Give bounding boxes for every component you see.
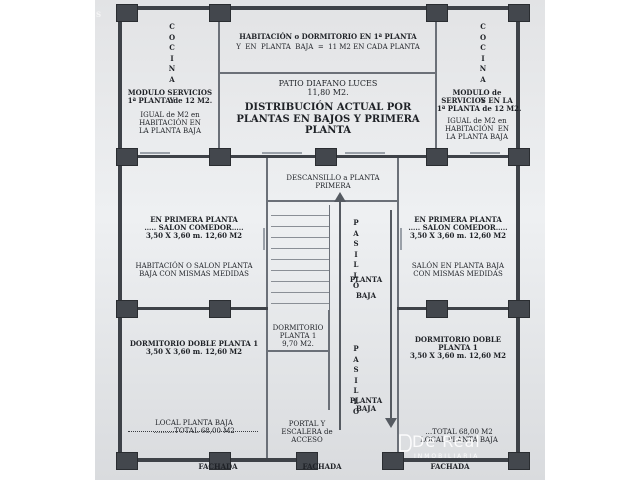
facade-label-center: FACHADA — [302, 462, 342, 471]
stair-step — [271, 270, 329, 271]
wall-bedroom-top — [220, 72, 435, 74]
pillar — [382, 452, 404, 470]
hallway-lower-vertical: P A S I L L O — [352, 344, 360, 416]
pillar — [116, 300, 138, 318]
pillar — [426, 300, 448, 318]
wall-kitchen-left — [218, 10, 220, 158]
outer-wall-bottom-left — [118, 458, 298, 462]
outer-wall-left — [118, 6, 122, 468]
window-mark — [345, 152, 385, 154]
stair-rail — [329, 205, 330, 310]
local-left-label: LOCAL PLANTA BAJA ………TOTAL 68,00 M2 — [153, 419, 235, 436]
wall-bedroom-center-bottom — [268, 350, 330, 352]
stair-step — [271, 248, 329, 249]
salon-left-label: EN PRIMERA PLANTA ….. SALON COMEDOR….. 3… — [144, 215, 244, 241]
pillar — [426, 4, 448, 22]
pillar — [296, 452, 318, 470]
hall-arrow-upper — [339, 200, 341, 430]
hallway-upper-vertical: P A S I L L O — [352, 218, 360, 290]
main-title: DISTRIBUCIÓN ACTUAL POR PLANTAS EN BAJOS… — [236, 102, 420, 136]
service-module-right-note: IGUAL de M2 en HABITACIÓN EN LA PLANTA B… — [444, 117, 510, 142]
pillar — [209, 4, 231, 22]
local-right-label: …TOTAL 68,00 M2 LOCAL PLANTA BAJA — [420, 428, 498, 445]
stair-step — [271, 303, 329, 304]
pillar — [209, 452, 231, 470]
kitchen-left-label: C O C I N A Y — [168, 22, 176, 105]
pillar — [209, 148, 231, 166]
service-module-right: MODULO de SERVICIOS EN LA 1ª PLANTA de 1… — [437, 88, 522, 114]
kitchen-right-label: C O C I N A Y — [479, 22, 487, 105]
bedroom-center-label: DORMITORIO PLANTA 1 9,70 M2. — [272, 324, 324, 349]
landing-label: DESCANSILLO a PLANTA PRIMERA — [286, 174, 380, 191]
pillar — [315, 148, 337, 166]
bedroom-left-label: DORMITORIO DOBLE PLANTA 1 3,50 X 3,60 m.… — [129, 339, 259, 357]
arrowhead-down-icon — [385, 418, 397, 428]
window-mark — [262, 152, 302, 154]
stair-step — [271, 281, 329, 282]
outer-wall-top — [118, 6, 520, 10]
hallway-lower-label: PLANTA BAJA — [349, 396, 383, 414]
pillar — [209, 300, 231, 318]
door-mark — [400, 228, 402, 250]
brand-mark-icon — [399, 434, 412, 452]
outer-wall-right — [516, 6, 520, 468]
door-mark — [263, 228, 265, 250]
pillar — [426, 148, 448, 166]
wall-bedroom-center-right — [328, 310, 330, 410]
watermark-sub: INMOBILIARIA — [414, 453, 480, 460]
stair-step — [271, 226, 329, 227]
pillar — [508, 300, 530, 318]
salon-left-note: HABITACIÓN O SALON PLANTA BAJA CON MISMA… — [135, 262, 253, 279]
pillar — [116, 148, 138, 166]
corner-mark: S — [96, 10, 102, 19]
facade-label-right: FACHADA — [430, 462, 470, 471]
salon-right-label: EN PRIMERA PLANTA ….. SALON COMEDOR….. 3… — [408, 215, 508, 241]
facade-label-left: FACHADA — [198, 462, 238, 471]
local-left-dotted-line — [128, 431, 258, 432]
wall-row2-left — [118, 307, 268, 310]
watermark-logo: De Real INMOBILIARIA — [398, 432, 516, 466]
top-bedroom-subtitle: Y EN PLANTA BAJA = 11 M2 EN CADA PLANTA — [236, 43, 420, 51]
hallway-upper-label: PLANTA BAJA — [349, 275, 383, 301]
floor-plan-sheet — [95, 0, 545, 480]
arrowhead-up-icon — [334, 192, 346, 202]
portal-label: PORTAL Y ESCALERA de ACCESO — [281, 420, 333, 445]
service-module-left: MODULO SERVICIOS 1ª PLANTA de 12 M2. — [127, 88, 213, 106]
wall-landing — [268, 200, 397, 202]
patio-label: PATIO DIAFANO LUCES 11,80 M2. — [278, 79, 378, 98]
wall-kitchen-right — [435, 10, 437, 158]
stair-step — [271, 292, 329, 293]
wall-row2-right — [397, 307, 520, 310]
pillar — [116, 452, 138, 470]
top-bedroom-title: HABITACIÓN o DORMITORIO EN 1ª PLANTA — [239, 32, 417, 41]
pillar — [116, 4, 138, 22]
pillar — [508, 148, 530, 166]
pillar — [508, 4, 530, 22]
stair-step — [271, 259, 329, 260]
stair-step — [271, 215, 329, 216]
hall-arrow-lower — [390, 210, 392, 420]
window-mark — [140, 152, 170, 154]
pillar — [508, 452, 530, 470]
window-mark — [470, 152, 500, 154]
service-module-left-note: IGUAL de M2 en HABITACIÓN EN LA PLANTA B… — [138, 111, 202, 136]
watermark-brand: De Real — [412, 432, 481, 451]
stair-step — [271, 237, 329, 238]
bedroom-right-label: DORMITORIO DOBLE PLANTA 1 3,50 X 3,60 m.… — [409, 335, 507, 361]
salon-right-note: SALÓN EN PLANTA BAJA CON MISMAS MEDIDAS — [411, 262, 505, 279]
outer-wall-bottom-right — [392, 458, 520, 462]
